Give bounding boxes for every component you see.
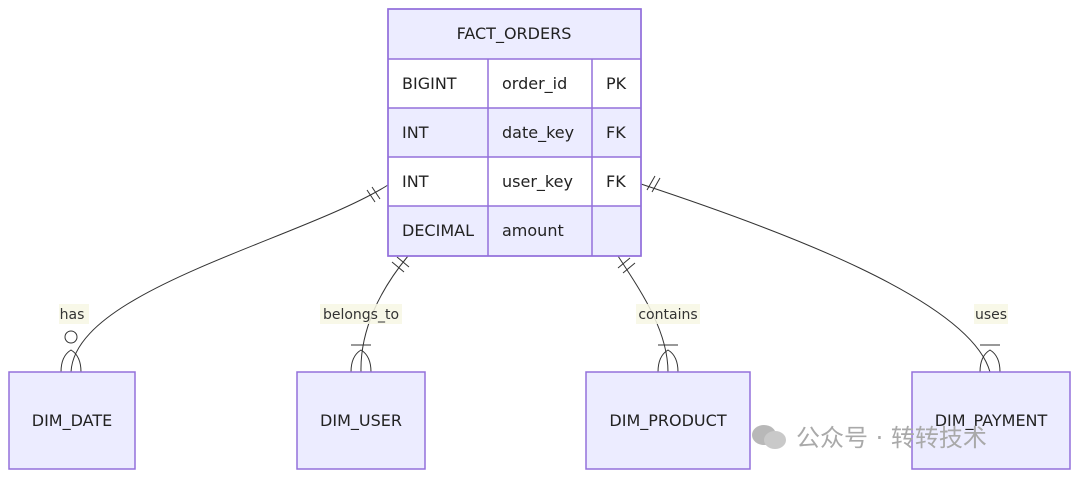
relationship-has-line — [60, 184, 389, 373]
dim-user-entity[interactable]: DIM_USER — [296, 371, 426, 470]
attr-key-user-key: FK — [606, 172, 626, 191]
relationship-label-contains: contains — [638, 307, 697, 323]
relationship-uses-line — [640, 175, 1001, 373]
attr-key-date-key: FK — [606, 123, 626, 142]
dim-payment-entity[interactable]: DIM_PAYMENT — [911, 371, 1071, 470]
dim-payment-title: DIM_PAYMENT — [935, 411, 1048, 431]
watermark-text: 公众号 · 转转技术 — [796, 424, 987, 452]
dim-product-entity[interactable]: DIM_PRODUCT — [585, 371, 751, 470]
relationship-label-belongs-to: belongs_to — [323, 307, 399, 323]
attr-type-date-key: INT — [402, 123, 429, 142]
relationship-label-has: has — [60, 307, 85, 323]
relationship-label-uses: uses — [975, 307, 1007, 323]
wechat-icon — [750, 421, 788, 451]
attr-name-user-key: user_key — [502, 172, 573, 192]
dim-user-title: DIM_USER — [320, 411, 402, 431]
attr-name-date-key: date_key — [502, 123, 574, 143]
attr-type-order-id: BIGINT — [402, 74, 457, 93]
fact-orders-title: FACT_ORDERS — [457, 24, 572, 44]
dim-product-title: DIM_PRODUCT — [609, 411, 726, 431]
dim-date-title: DIM_DATE — [32, 411, 112, 431]
attr-type-amount: DECIMAL — [402, 221, 474, 240]
dim-date-entity[interactable]: DIM_DATE — [8, 371, 136, 470]
attr-name-order-id: order_id — [502, 74, 567, 94]
watermark: 公众号 · 转转技术 — [750, 418, 987, 453]
attr-key-order-id: PK — [606, 74, 627, 93]
attr-type-user-key: INT — [402, 172, 429, 191]
fact-orders-entity[interactable]: FACT_ORDERS BIGINT order_id PK INT date_… — [387, 8, 642, 257]
attr-name-amount: amount — [502, 221, 564, 240]
